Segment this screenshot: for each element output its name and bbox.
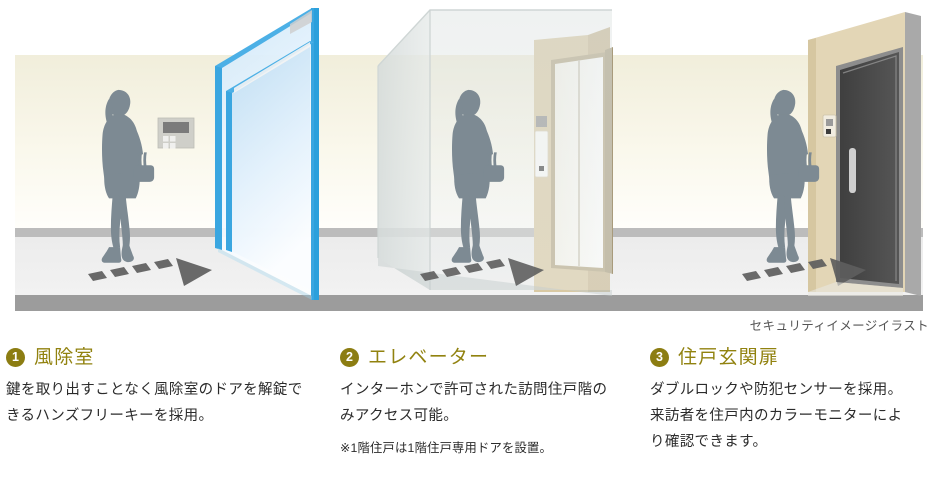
- feature-title-1: 風除室: [34, 347, 95, 368]
- floor-edge-band-bottom: [15, 295, 923, 311]
- feature-note-2: ※1階住戸は1階住戸専用ドアを設置。: [340, 440, 553, 455]
- automatic-glass-door: [215, 8, 319, 300]
- feature-item-2: 2 エレベーター インターホンで許可された訪問住戸階のみアクセス可能。 ※1階住…: [334, 348, 644, 458]
- card-reader: [822, 114, 837, 138]
- illustration-panel-elevator: [377, 9, 613, 296]
- intercom-panel: [157, 117, 195, 149]
- dwelling-wall-edge: [905, 12, 921, 296]
- feature-heading-1: 1 風除室: [6, 348, 312, 367]
- feature-item-1: 1 風除室 鍵を取り出すことなく風除室のドアを解錠できるハンズフリーキーを採用。: [0, 348, 334, 430]
- illustration-panel-entrance-hall: [88, 8, 319, 300]
- illustration-panel-dwelling-entrance: [742, 12, 921, 296]
- feature-body-1: 鍵を取り出すことなく風除室のドアを解錠できるハンズフリーキーを採用。: [6, 382, 303, 424]
- security-illustration: [15, 8, 923, 311]
- feature-body-2: インターホンで許可された訪問住戸階のみアクセス可能。: [340, 382, 608, 424]
- feature-number-badge-2: 2: [340, 348, 359, 367]
- feature-list: 1 風除室 鍵を取り出すことなく風除室のドアを解錠できるハンズフリーキーを採用。…: [0, 348, 937, 458]
- dwelling-entrance-door: [836, 47, 903, 288]
- feature-body-3: ダブルロックや防犯センサーを採用。来訪者を住戸内のカラーモニターにより確認できま…: [650, 382, 903, 450]
- feature-heading-2: 2 エレベーター: [340, 348, 622, 367]
- illustration-canvas: [15, 8, 923, 311]
- feature-title-2: エレベーター: [368, 347, 490, 368]
- feature-number-badge-1: 1: [6, 348, 25, 367]
- feature-title-3: 住戸玄関扉: [678, 347, 780, 368]
- feature-item-3: 3 住戸玄関扉 ダブルロックや防犯センサーを採用。来訪者を住戸内のカラーモニター…: [644, 348, 937, 455]
- illustration-caption: セキュリティイメージイラスト: [749, 319, 929, 333]
- feature-heading-3: 3 住戸玄関扉: [650, 348, 915, 367]
- feature-number-badge-3: 3: [650, 348, 669, 367]
